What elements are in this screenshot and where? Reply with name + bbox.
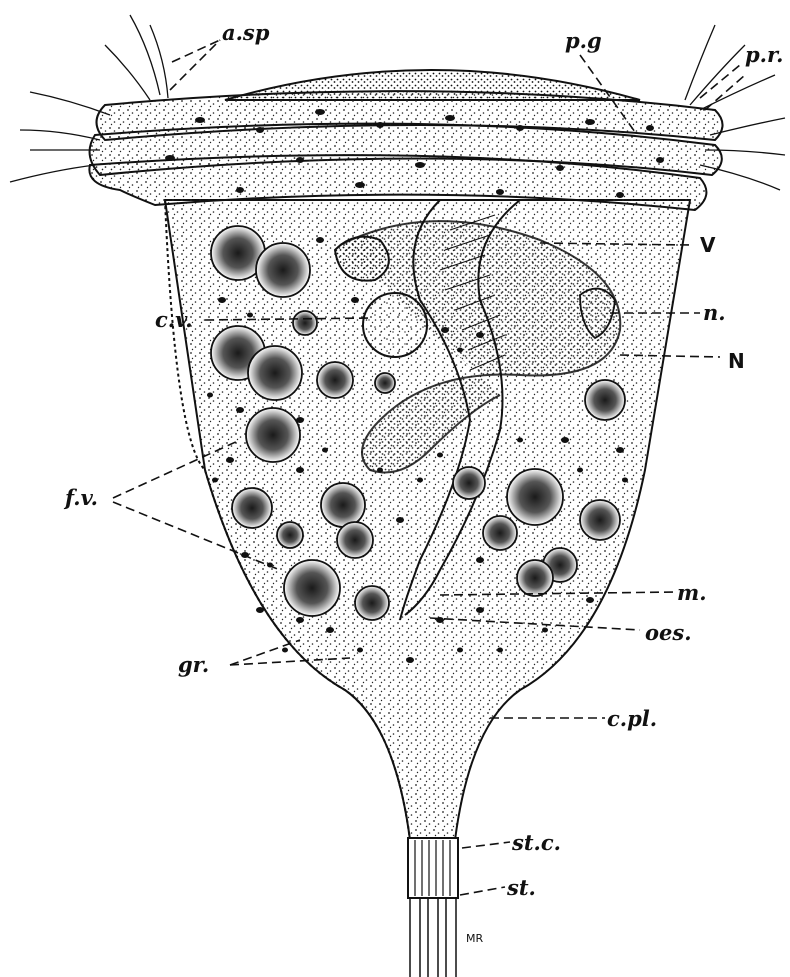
- peristome-rim: [89, 91, 722, 210]
- label-p-r: p.r.: [745, 42, 783, 67]
- label-V: V: [700, 233, 716, 257]
- label-n: n.: [703, 300, 726, 325]
- contractile-vacuole: [363, 293, 427, 357]
- stalk-collar: [408, 838, 458, 898]
- label-gr: gr.: [178, 652, 209, 677]
- label-c-v: c.v.: [155, 307, 193, 332]
- label-oes: oes.: [645, 620, 692, 645]
- stalk: [410, 898, 456, 977]
- label-st: st.: [506, 875, 536, 900]
- label-N: N: [728, 349, 745, 373]
- label-c-pl: c.pl.: [607, 706, 657, 731]
- label-m: m.: [677, 580, 707, 605]
- label-f-v: f.v.: [63, 485, 98, 510]
- label-st-c: st.c.: [511, 830, 561, 855]
- label-a-sp: a.sp: [222, 20, 270, 45]
- label-p-g: p.g: [565, 28, 602, 53]
- artist-signature: MR: [466, 932, 483, 945]
